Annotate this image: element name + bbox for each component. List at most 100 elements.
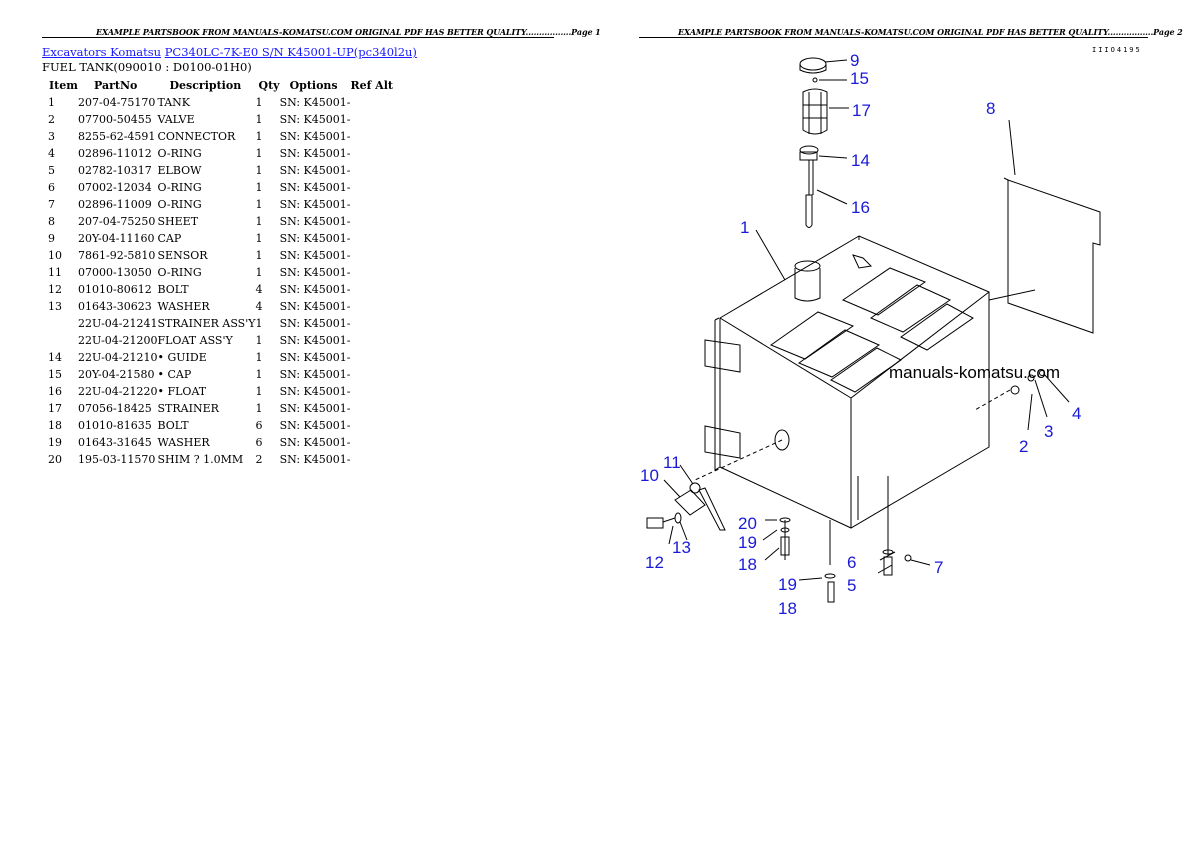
cell-qty: 1 [255,334,263,347]
cell-ref-alt [350,196,400,213]
cell-options: SN: K45001- [279,351,351,364]
cell-qty: 1 [255,96,263,109]
cell-qty: 6 [255,419,263,432]
cell-partno: 02896-11009 [78,198,152,211]
cell-partno: 22U-04-21220 [78,385,158,398]
callout-14: 14 [851,151,870,170]
cell-qty: 4 [255,283,263,296]
cell-ref-alt [350,451,400,468]
cell-options: SN: K45001- [279,317,351,330]
cell-description: O-RING [157,266,202,279]
cell-description: BOLT [157,419,189,432]
cell-options: SN: K45001- [279,181,351,194]
cell-item: 11 [48,266,62,279]
cell-options: SN: K45001- [279,453,351,466]
cell-partno: 207-04-75250 [78,215,156,228]
cell-ref-alt [350,145,400,162]
cell-ref-alt [350,383,400,400]
callout-15: 15 [850,69,869,88]
cell-options: SN: K45001- [279,96,351,109]
column-header-item: Item [49,79,78,92]
cell-options: SN: K45001- [279,300,351,313]
callout-4: 4 [1072,404,1081,423]
diagram-page: EXAMPLE PARTSBOOK FROM MANUALS-KOMATSU.C… [595,0,1190,842]
cell-qty: 2 [255,453,263,466]
cell-description: BOLT [157,283,189,296]
cell-description: • CAP [157,368,192,381]
cell-options: SN: K45001- [279,147,351,160]
column-header-description: Description [169,79,242,92]
cell-description: ELBOW [157,164,202,177]
cell-partno: 07056-18425 [78,402,152,415]
callout-2: 2 [1019,437,1028,456]
cell-item: 1 [48,96,55,109]
callout-19-upper: 19 [738,533,757,552]
callout-9: 9 [850,51,859,70]
cell-partno: 207-04-75170 [78,96,156,109]
cell-item: 14 [48,351,62,364]
drawing-code: IIIO4195 [1092,46,1142,54]
cell-item: 12 [48,283,62,296]
cell-options: SN: K45001- [279,113,351,126]
cell-partno: 07002-12034 [78,181,152,194]
cell-options: SN: K45001- [279,198,351,211]
cell-partno: 02896-11012 [78,147,152,160]
cell-partno: 7861-92-5810 [78,249,156,262]
cell-item: 2 [48,113,55,126]
cell-item: 3 [48,130,55,143]
cell-ref-alt [350,366,400,383]
cell-options: SN: K45001- [279,283,351,296]
cell-ref-alt [350,417,400,434]
cell-description: O-RING [157,181,202,194]
cell-options: SN: K45001- [279,249,351,262]
cell-qty: 1 [255,215,263,228]
cell-partno: 22U-04-21241 [78,317,158,330]
banner-rule [639,37,1148,38]
callout-8: 8 [986,99,995,118]
callout-19-lower: 19 [778,575,797,594]
cell-ref-alt [350,281,400,298]
cell-ref-alt [350,179,400,196]
cell-qty: 1 [255,232,263,245]
cell-item: 10 [48,249,62,262]
cell-partno: 01010-81635 [78,419,152,432]
cell-options: SN: K45001- [279,402,351,415]
cell-description: CONNECTOR [157,130,236,143]
cell-options: SN: K45001- [279,436,351,449]
cell-qty: 1 [255,385,263,398]
callout-1: 1 [740,218,749,237]
callout-18-lower: 18 [778,599,797,618]
cell-ref-alt [350,434,400,451]
cell-partno: 07000-13050 [78,266,152,279]
tank-body-shape [719,235,990,529]
cell-description: WASHER [157,436,210,449]
cell-item: 15 [48,368,62,381]
breadcrumb-model-link[interactable]: PC340LC-7K-E0 S/N K45001-UP(pc340l2u) [164,45,417,59]
cell-ref-alt [350,315,400,332]
cell-qty: 4 [255,300,263,313]
cell-ref-alt [350,264,400,281]
parts-table: Item PartNo Description Qty Options Ref … [42,77,400,468]
parts-table-header: Item PartNo Description Qty Options Ref … [42,77,400,94]
cell-item: 8 [48,215,55,228]
cell-options: SN: K45001- [279,334,351,347]
breadcrumb: Excavators Komatsu PC340LC-7K-E0 S/N K45… [42,45,417,59]
breadcrumb-category-link[interactable]: Excavators Komatsu [42,45,162,59]
cell-ref-alt [350,162,400,179]
cell-qty: 1 [255,164,263,177]
cell-qty: 1 [255,351,263,364]
cell-ref-alt [350,332,400,349]
cell-ref-alt [350,213,400,230]
column-header-partno: PartNo [94,79,138,92]
page-banner: EXAMPLE PARTSBOOK FROM MANUALS-KOMATSU.C… [678,27,1183,37]
cell-description: • GUIDE [157,351,207,364]
